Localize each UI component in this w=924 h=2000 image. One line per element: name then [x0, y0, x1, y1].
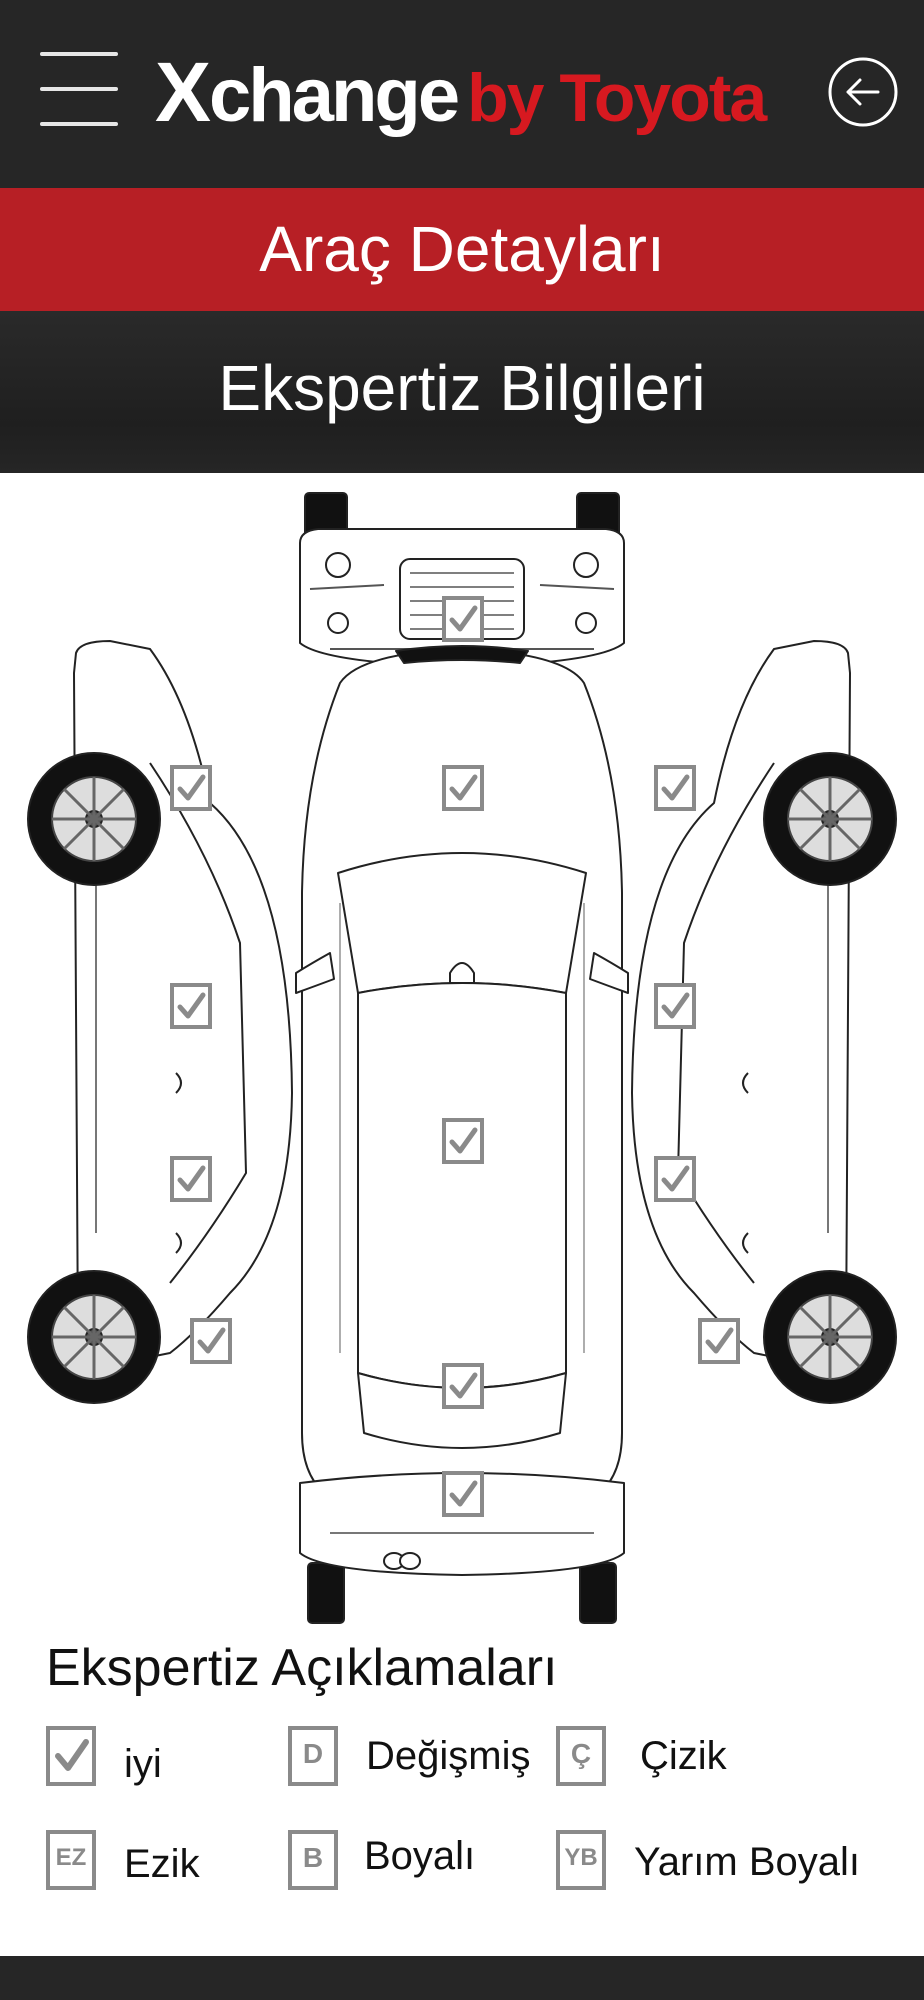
section-title: Ekspertiz Bilgileri [218, 352, 706, 424]
half-painted-box-icon [556, 1830, 606, 1890]
checkmark-box-icon[interactable] [654, 765, 696, 811]
legend-code: B [302, 1842, 324, 1873]
legend-code: D [302, 1738, 324, 1769]
legend-label: Değişmiş [366, 1734, 531, 1778]
dented-box-icon [46, 1830, 96, 1890]
legend-label: Çizik [640, 1734, 727, 1778]
hamburger-menu-icon[interactable] [40, 50, 118, 128]
legend-item-scratched: Ç Çizik [556, 1726, 806, 1796]
painted-box-icon [288, 1830, 338, 1890]
back-arrow-icon[interactable] [828, 50, 898, 134]
page-title: Araç Detayları [259, 213, 665, 285]
checkmark-box-icon[interactable] [170, 765, 212, 811]
checkmark-box-icon[interactable] [654, 983, 696, 1029]
checkmark-box-icon[interactable] [190, 1318, 232, 1364]
legend-label: iyi [124, 1742, 162, 1786]
checkmark-box-icon[interactable] [442, 1363, 484, 1409]
replaced-box-icon [288, 1726, 338, 1786]
legend-code: EZ [55, 1844, 87, 1871]
checkmark-box-icon[interactable] [442, 596, 484, 642]
legend-item-painted: B Boyalı [288, 1830, 538, 1900]
checkmark-box-icon[interactable] [698, 1318, 740, 1364]
car-left-side-view [27, 640, 293, 1404]
checkmark-box-icon[interactable] [654, 1156, 696, 1202]
car-rear-view [299, 1472, 625, 1624]
checkmark-box-icon[interactable] [442, 1471, 484, 1517]
legend-item-good: iyi [46, 1726, 266, 1796]
legend-label: Yarım Boyalı [634, 1840, 860, 1884]
legend-item-dented: EZ Ezik [46, 1830, 266, 1900]
legend-item-replaced: D Değişmiş [288, 1726, 538, 1796]
checkmark-box-icon[interactable] [442, 1118, 484, 1164]
legend-label: Ezik [124, 1842, 200, 1886]
legend-item-half-painted: YB Yarım Boyalı [556, 1830, 860, 1900]
legend-code: YB [564, 1844, 598, 1871]
car-top-view [295, 645, 629, 1510]
section-header: Ekspertiz Bilgileri [0, 311, 924, 473]
scratched-box-icon [556, 1726, 606, 1786]
checkmark-box-icon[interactable] [170, 983, 212, 1029]
legend-label: Boyalı [364, 1834, 476, 1878]
legend-code: Ç [570, 1738, 592, 1769]
legend-title: Ekspertiz Açıklamaları [46, 1639, 558, 1697]
car-body-diagram [27, 492, 897, 1624]
checkmark-box-icon[interactable] [442, 765, 484, 811]
page-title-bar: Araç Detayları [0, 188, 924, 311]
checkmark-box-icon [46, 1726, 96, 1786]
checkmark-box-icon[interactable] [170, 1156, 212, 1202]
bottom-bar [0, 1956, 924, 2000]
